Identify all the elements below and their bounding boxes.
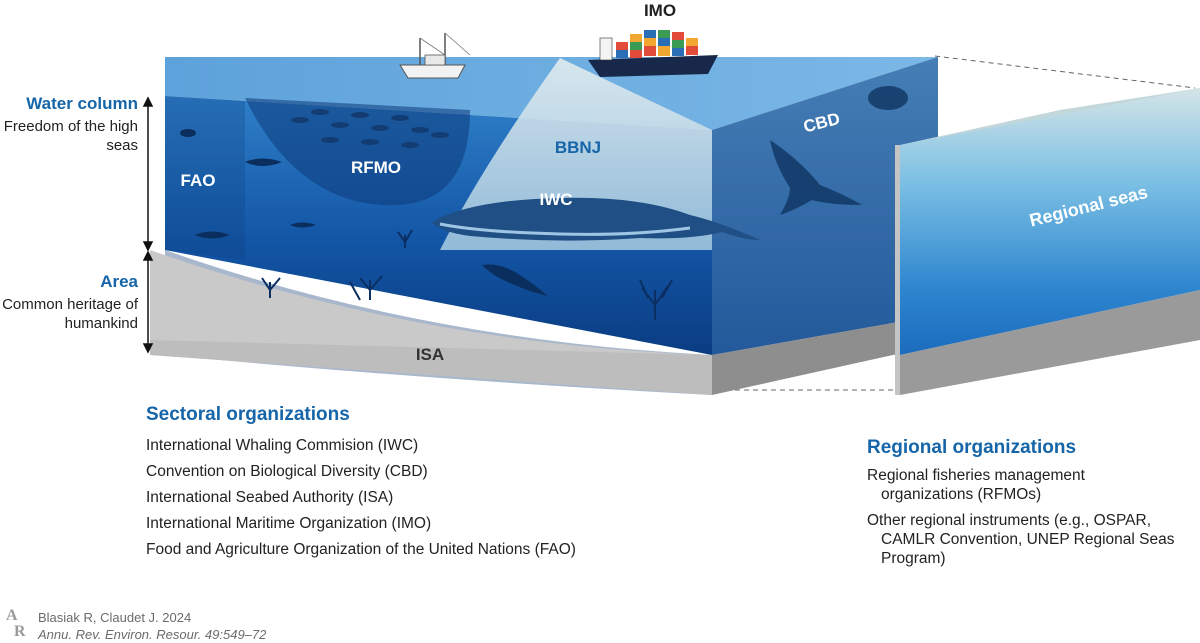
list-item: Regional fisheries management organizati…: [867, 467, 1085, 503]
area-subtitle: Common heritage of humankind: [2, 296, 138, 332]
list-item: Other regional instruments (e.g., OSPAR,…: [867, 512, 1175, 567]
regional-seas-front: [895, 145, 900, 395]
depth-arrows: [142, 96, 154, 354]
corals: [261, 229, 673, 320]
regional-seas-water: [900, 88, 1200, 355]
label-rfmo: RFMO: [351, 158, 401, 177]
label-iwc: IWC: [539, 190, 572, 209]
label-fao: FAO: [181, 171, 216, 190]
list-item: Convention on Biological Diversity (CBD): [146, 463, 428, 480]
shark: [770, 140, 862, 215]
svg-text:A: A: [6, 607, 18, 624]
block-right-face: [712, 57, 938, 355]
rfmo-zone: [245, 98, 470, 206]
regional-seas-seabed: [900, 290, 1200, 395]
label-isa: ISA: [416, 345, 444, 364]
label-bbnj: BBNJ: [555, 138, 601, 157]
water-column-title: Water column: [26, 94, 138, 113]
list-item: International Whaling Commision (IWC): [146, 437, 419, 454]
cbd-zone: [712, 57, 938, 355]
regional-list: Regional fisheries management organizati…: [867, 466, 1197, 575]
fao-zone: [165, 96, 245, 260]
regional-title: Regional organizations: [867, 437, 1077, 458]
citation: Blasiak R, Claudet J. 2024 Annu. Rev. En…: [38, 609, 266, 643]
turtle: [868, 86, 908, 110]
sectoral-title: Sectoral organizations: [146, 404, 350, 425]
whale: [432, 197, 760, 241]
fish-school: [291, 109, 449, 148]
citation-journal: Annu. Rev. Environ. Resour. 49:549–72: [38, 627, 267, 642]
sectoral-list: International Whaling Commision (IWC) Co…: [146, 436, 706, 566]
list-item: International Seabed Authority (ISA): [146, 489, 394, 506]
label-imo: IMO: [644, 1, 676, 20]
seabed-front-edge: [150, 340, 712, 395]
svg-text:R: R: [14, 623, 26, 638]
citation-authors: Blasiak R, Claudet J. 2024: [38, 610, 192, 625]
annual-reviews-logo: A R: [6, 607, 26, 638]
right-seabed: [712, 315, 938, 395]
list-item: Food and Agriculture Organization of the…: [146, 541, 576, 558]
water-column-subtitle: Freedom of the high seas: [3, 118, 138, 154]
area-title: Area: [100, 272, 138, 291]
squid: [482, 264, 548, 296]
fishing-boat: [399, 32, 471, 79]
small-fish: [180, 129, 316, 239]
list-item: International Maritime Organization (IMO…: [146, 515, 432, 532]
connector-lines: [735, 55, 1196, 391]
cargo-ship: [588, 30, 718, 77]
